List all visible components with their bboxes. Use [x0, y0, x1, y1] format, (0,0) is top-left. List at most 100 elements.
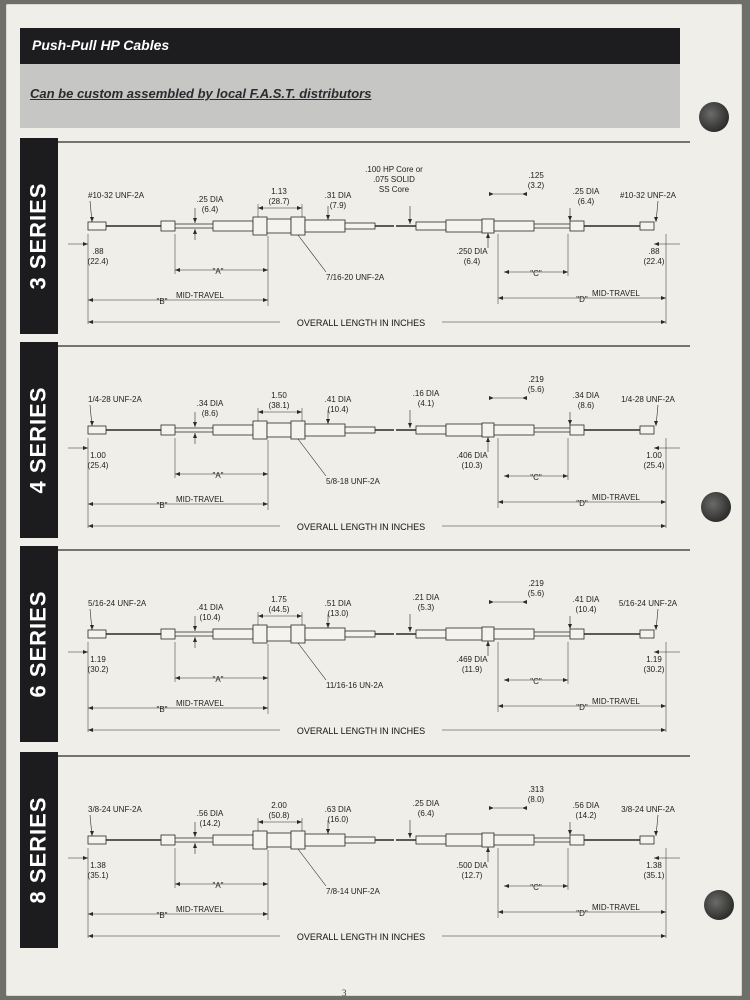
sleeve-dia-dim-mm: (12.7): [462, 871, 483, 880]
dim-c-label: "C": [530, 677, 542, 686]
page-title: Push-Pull HP Cables: [32, 37, 170, 53]
r-rod-dia-dim-mm: (6.4): [578, 197, 595, 206]
thread-callout: #10-32 UNF-2A: [88, 191, 145, 200]
punch-hole: [699, 102, 729, 132]
dimension-arrow: [263, 882, 268, 886]
rod-dia-dim-mm: (6.4): [202, 205, 219, 214]
subtitle-link[interactable]: Can be custom assembled by local F.A.S.T…: [30, 86, 372, 101]
header-bar: Push-Pull HP Cables: [20, 28, 680, 64]
end-length-dim-mm: (22.4): [88, 257, 109, 266]
hub-nut: [290, 830, 306, 850]
subheader-bar: Can be custom assembled by local F.A.S.T…: [20, 64, 680, 128]
rod-dia-dim: .41 DIA: [197, 603, 224, 612]
dimension-arrow: [661, 910, 666, 914]
dimension-arrow: [408, 833, 412, 838]
tube-dia-dim: .51 DIA: [325, 599, 352, 608]
dimension-arrow: [175, 472, 180, 476]
dim-d-label: "D": [576, 703, 588, 712]
punch-hole: [701, 492, 731, 522]
dimension-arrow: [489, 396, 494, 400]
r-rod-dia-dim: .34 DIA: [573, 391, 600, 400]
hub-nut: [290, 420, 306, 440]
leader-arrow: [90, 217, 94, 222]
r-length-dim-mm: (8.0): [528, 795, 545, 804]
dimension-arrow: [661, 728, 666, 732]
rod-collar: [160, 628, 176, 640]
overall-length-label: OVERALL LENGTH IN INCHES: [297, 318, 425, 328]
dimension-arrow: [486, 437, 490, 442]
dimension-arrow: [568, 216, 572, 221]
rod-collar: [569, 628, 585, 640]
sleeve-dia-dim: .469 DIA: [456, 655, 488, 664]
dimension-arrow: [326, 829, 330, 834]
threaded-rod-end: [87, 221, 107, 231]
dimension-arrow: [326, 215, 330, 220]
sleeve-dia-dim: .500 DIA: [456, 861, 488, 870]
cable-drawing: 3/8-24 UNF-2A1.38(35.1).56 DIA(14.2)2.00…: [58, 755, 690, 942]
core-dia-dim-mm: (5.3): [418, 603, 435, 612]
dimension-arrow: [654, 242, 659, 246]
hub-nut: [252, 216, 268, 236]
dimension-arrow: [88, 502, 93, 506]
hub-thread-callout: 5/8-18 UNF-2A: [326, 477, 380, 486]
hub-nut: [252, 830, 268, 850]
dimension-arrow: [258, 206, 263, 210]
dimension-arrow: [326, 623, 330, 628]
dimension-arrow: [654, 856, 659, 860]
tube-taper: [493, 424, 535, 436]
dimension-arrow: [522, 192, 527, 196]
threaded-rod-end: [87, 425, 107, 435]
leader-line: [297, 848, 327, 887]
sleeve-dia-dim: .406 DIA: [456, 451, 488, 460]
hub-nut: [252, 420, 268, 440]
hub-length-dim: 1.50: [271, 391, 287, 400]
dimension-arrow: [83, 446, 88, 450]
hub-nut: [290, 216, 306, 236]
dimension-arrow: [486, 233, 490, 238]
dim-d-label: "D": [576, 295, 588, 304]
dimension-arrow: [83, 650, 88, 654]
rod-dia-dim-mm: (10.4): [200, 613, 221, 622]
tube-dia-dim-mm: (16.0): [328, 815, 349, 824]
dimension-arrow: [83, 242, 88, 246]
dimension-arrow: [258, 820, 263, 824]
dimension-arrow: [326, 419, 330, 424]
tube-dia-dim-mm: (13.0): [328, 609, 349, 618]
r-end-length-dim-mm: (35.1): [644, 871, 665, 880]
leader-line: [297, 438, 327, 477]
mid-travel-label: MID-TRAVEL: [176, 699, 224, 708]
dimension-arrow: [408, 627, 412, 632]
conduit-end: [415, 221, 447, 231]
mid-travel-label: MID-TRAVEL: [176, 495, 224, 504]
dimension-arrow: [263, 912, 268, 916]
r-length-dim-mm: (5.6): [528, 385, 545, 394]
dimension-arrow: [504, 678, 509, 682]
dim-a-label: "A": [212, 471, 223, 480]
hub-thread-callout: 7/16-20 UNF-2A: [326, 273, 385, 282]
rod-collar: [569, 834, 585, 846]
r-end-length-dim: 1.19: [646, 655, 662, 664]
dimension-arrow: [489, 806, 494, 810]
dimension-arrow: [522, 600, 527, 604]
end-length-dim: .88: [92, 247, 104, 256]
end-length-dim: 1.19: [90, 655, 106, 664]
sleeve: [481, 626, 495, 642]
dimension-arrow: [661, 704, 666, 708]
conduit-tube: [304, 219, 346, 233]
r-end-length-dim-mm: (22.4): [644, 257, 665, 266]
rod-dia-dim-mm: (8.6): [202, 409, 219, 418]
hub-length-dim-mm: (28.7): [269, 197, 290, 206]
r-end-length-dim: .88: [648, 247, 660, 256]
dimension-arrow: [568, 420, 572, 425]
r-length-dim: .125: [528, 171, 544, 180]
tube-dia-dim: .41 DIA: [325, 395, 352, 404]
dimension-arrow: [504, 270, 509, 274]
conduit-end: [415, 425, 447, 435]
r-thread-callout: 1/4-28 UNF-2A: [621, 395, 675, 404]
end-length-dim-mm: (30.2): [88, 665, 109, 674]
leader-arrow: [654, 625, 658, 630]
hub-length-dim: 2.00: [271, 801, 287, 810]
